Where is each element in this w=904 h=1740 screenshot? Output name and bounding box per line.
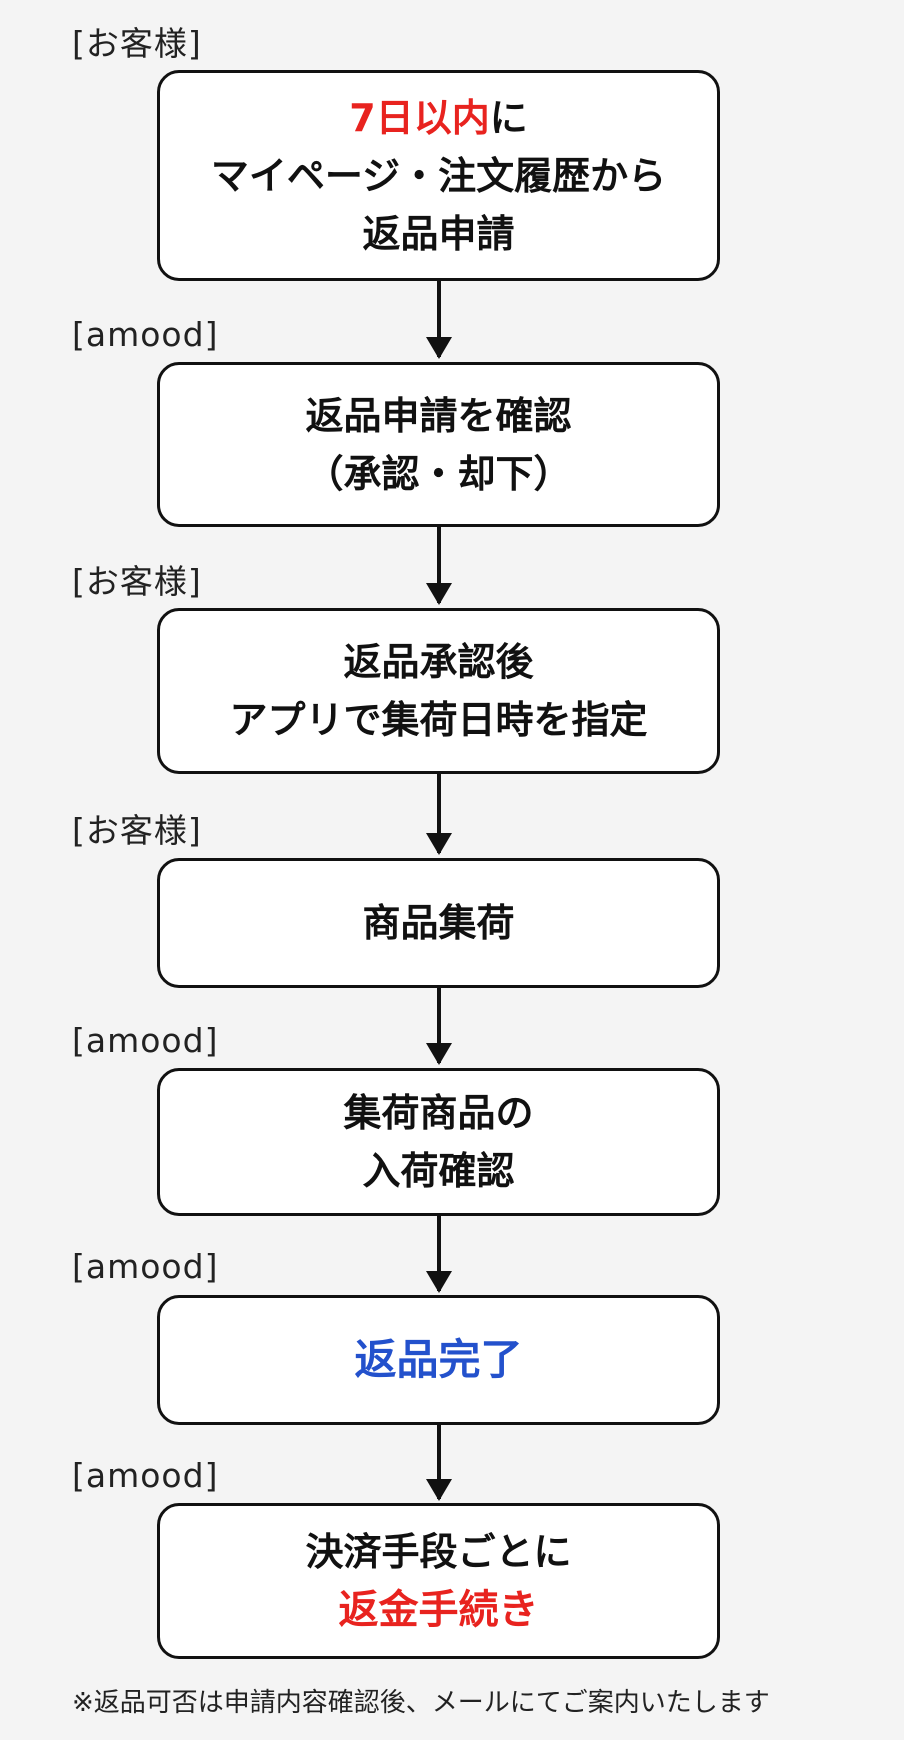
flow-step-6: 返品完了	[157, 1295, 720, 1425]
step-7-refund-text: 返金手続き	[338, 1587, 539, 1633]
flow-arrow-2	[426, 527, 452, 605]
flow-step-3: 返品承認後 アプリで集荷日時を指定	[157, 608, 720, 774]
step-1-line-1: 7日以内に	[349, 89, 527, 147]
actor-label-5: [amood]	[72, 1021, 219, 1060]
flow-step-7: 決済手段ごとに 返金手続き	[157, 1503, 720, 1659]
step-1-line-1-suffix: に	[489, 95, 528, 140]
step-2-line-1: 返品申請を確認	[305, 393, 572, 438]
step-3-line-2: アプリで集荷日時を指定	[229, 698, 648, 742]
flow-arrow-4	[426, 988, 452, 1065]
step-3-line-1: 返品承認後	[343, 640, 534, 684]
step-6-complete-text: 返品完了	[354, 1335, 523, 1384]
step-5-line-1: 集荷商品の	[343, 1091, 534, 1135]
actor-label-2: [amood]	[72, 315, 219, 354]
step-1-line-2: マイページ・注文履歴から	[210, 153, 667, 198]
step-7-line-1: 決済手段ごとに	[305, 1530, 572, 1574]
step-5-line-2: 入荷確認	[362, 1149, 515, 1193]
footnote: ※返品可否は申請内容確認後、メールにてご案内いたします	[72, 1688, 770, 1718]
step-1-line-3: 返品申請	[362, 211, 515, 256]
actor-label-3: [お客様]	[72, 562, 202, 601]
flow-step-5: 集荷商品の 入荷確認	[157, 1068, 720, 1216]
flow-step-2: 返品申請を確認 （承認・却下）	[157, 362, 720, 527]
flow-arrow-5	[426, 1216, 452, 1293]
flow-step-4: 商品集荷	[157, 858, 720, 988]
step-2-line-2: （承認・却下）	[305, 451, 572, 496]
flow-arrow-1	[426, 281, 452, 359]
actor-label-4: [お客様]	[72, 811, 202, 850]
step-1-deadline-text: 7日以内	[349, 95, 490, 140]
actor-label-7: [amood]	[72, 1456, 219, 1495]
flow-arrow-3	[426, 774, 452, 855]
flow-step-1: 7日以内に マイページ・注文履歴から 返品申請	[157, 70, 720, 281]
actor-label-1: [お客様]	[72, 24, 202, 63]
flow-arrow-6	[426, 1425, 452, 1501]
actor-label-6: [amood]	[72, 1247, 219, 1286]
step-4-line-1: 商品集荷	[362, 901, 515, 945]
